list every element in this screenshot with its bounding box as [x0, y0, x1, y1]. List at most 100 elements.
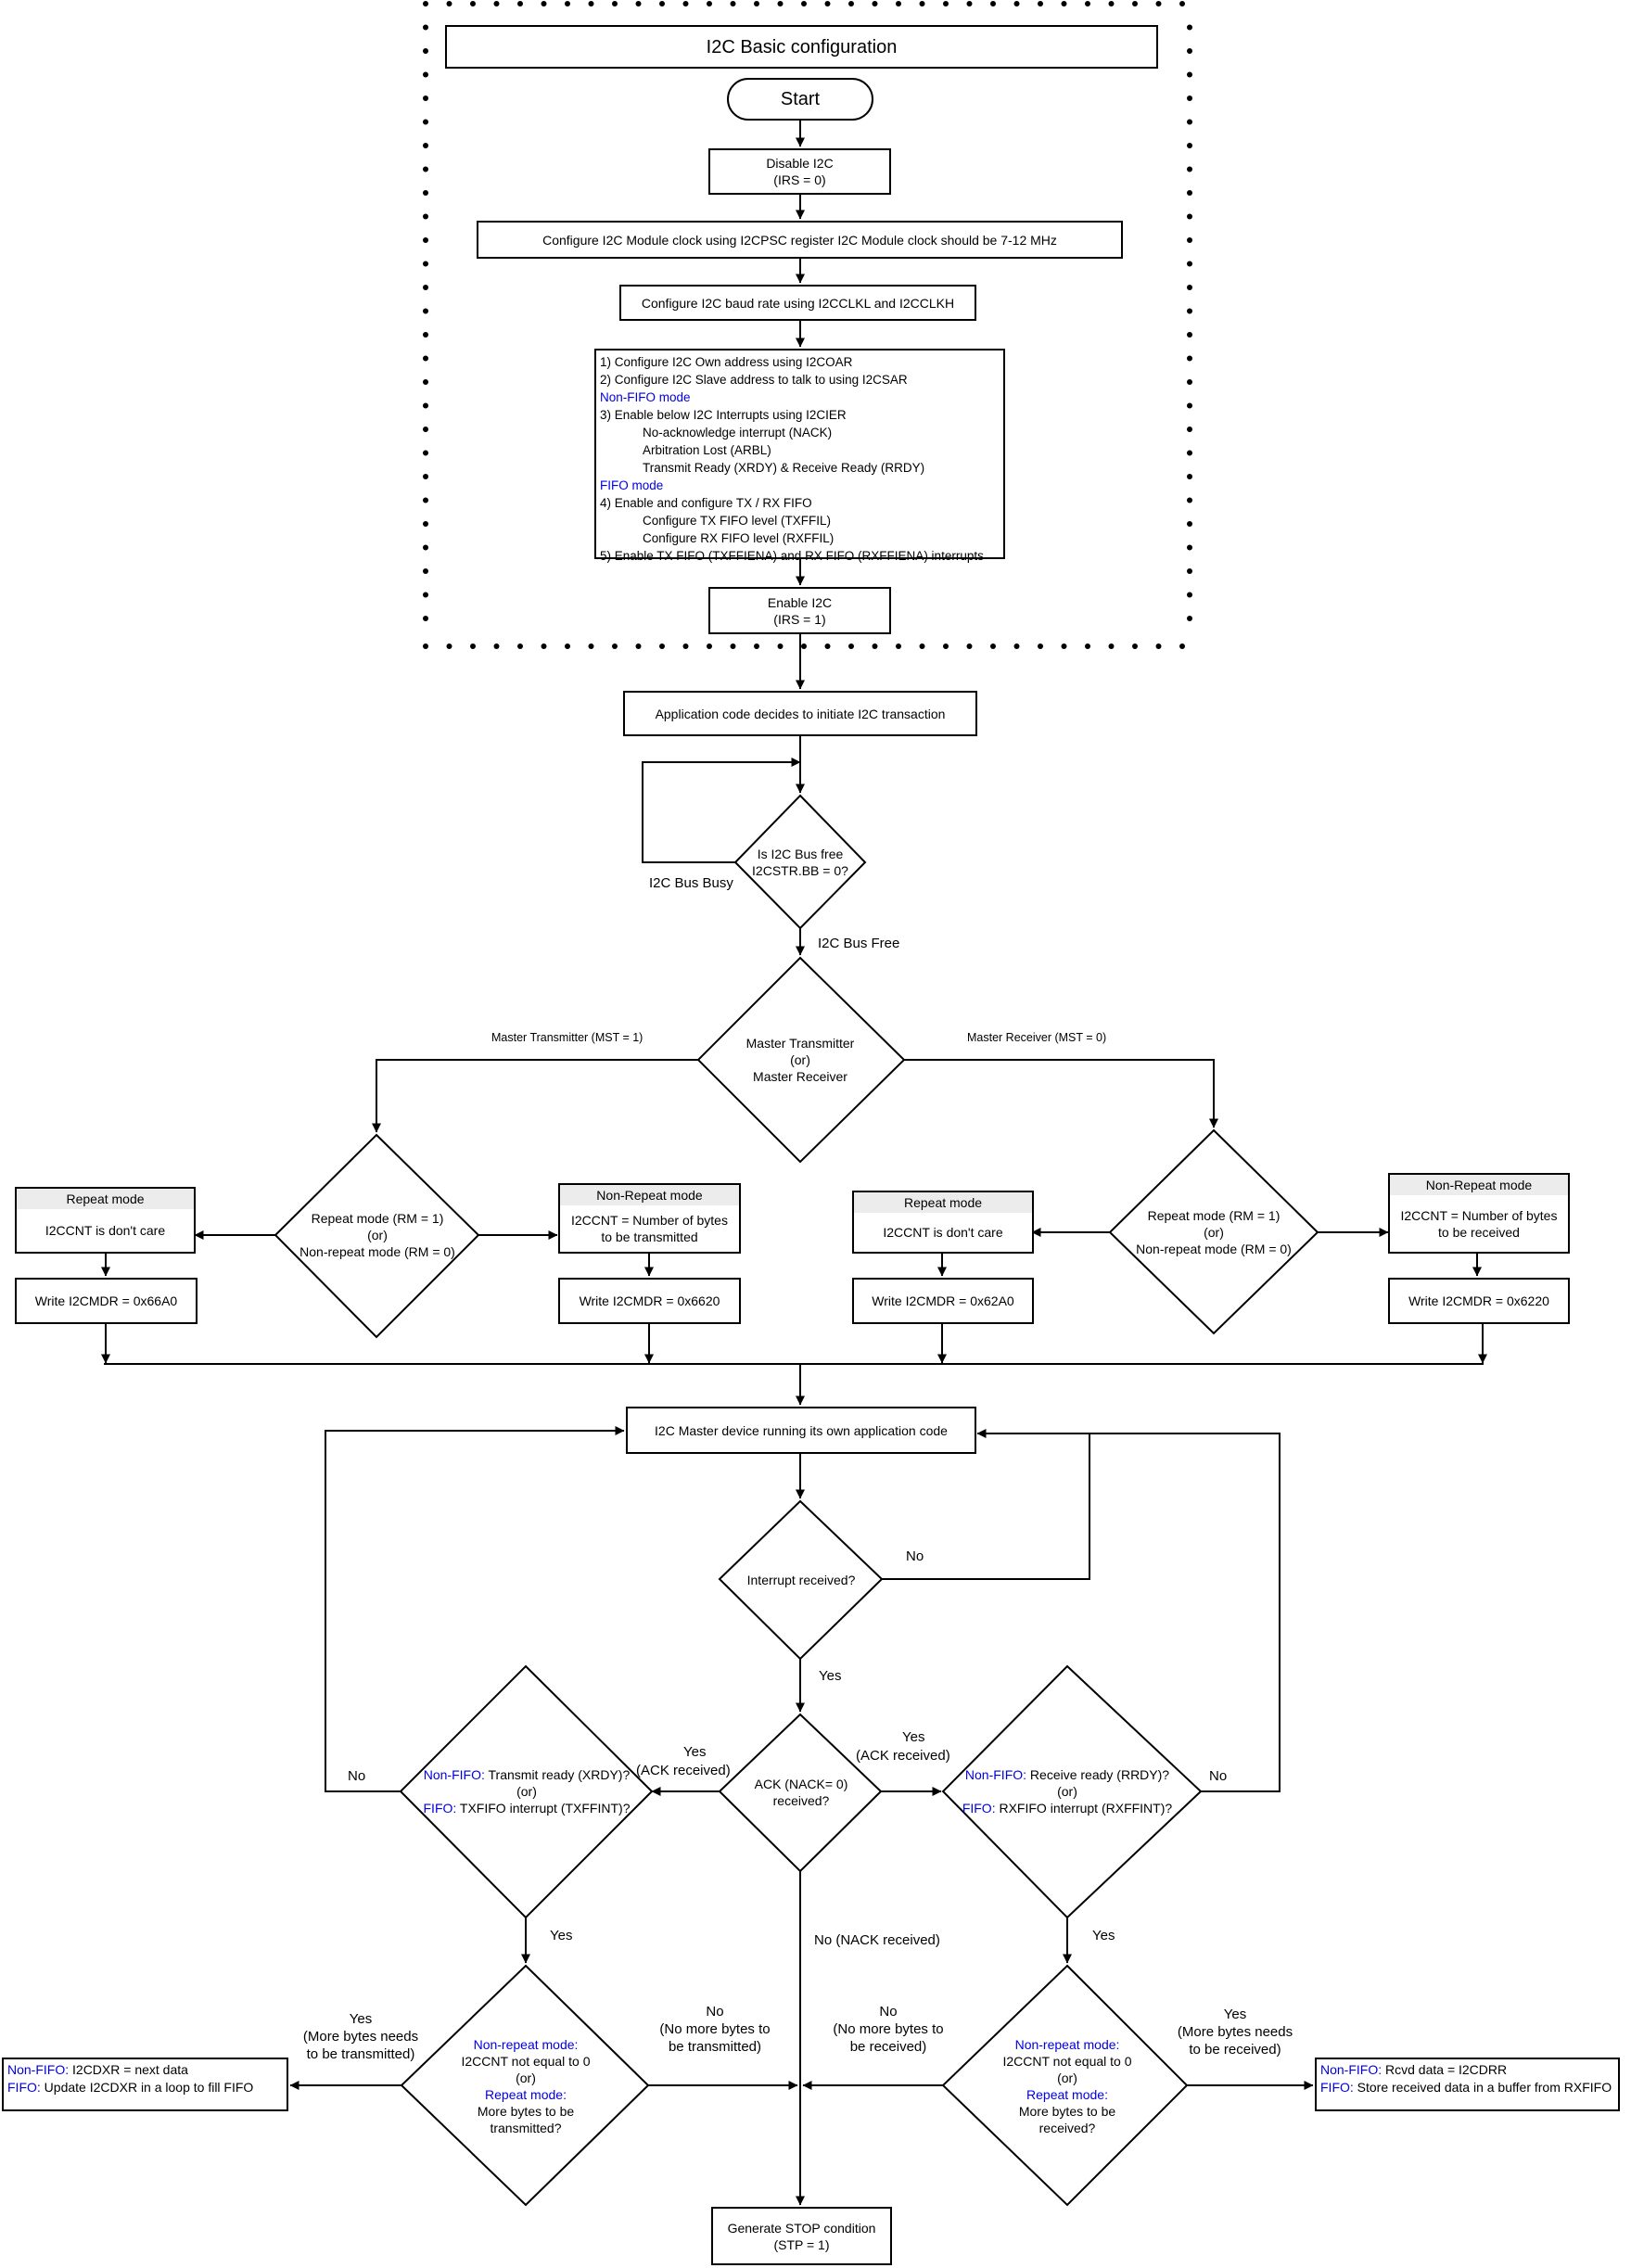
rx-action-nonfifo-text: Rcvd data = I2CDRR — [1382, 2062, 1508, 2077]
tx-more-bytes-question: Non-repeat mode: I2CCNT not equal to 0 (… — [441, 2032, 610, 2140]
disable-i2c-line1: Disable I2C — [766, 156, 834, 171]
tx-more-yes-line2: to be transmitted) — [306, 2046, 415, 2062]
border-dot — [423, 308, 428, 314]
border-dot — [423, 143, 428, 148]
fifo-heading: FIFO mode — [600, 478, 664, 492]
ack-left-yes-label: Yes — [683, 1744, 707, 1760]
rx-more-line3: received? — [1038, 2121, 1096, 2135]
config-region-border — [423, 1, 1192, 649]
rx-nonrepeat-line1: I2CCNT = Number of bytes — [1400, 1207, 1558, 1223]
config-step-5: 5) Enable TX FIFO (TXFFIENA) and RX FIFO… — [600, 549, 984, 563]
tx-repeat-write-box: Write I2CMDR = 0x66A0 — [15, 1278, 198, 1324]
tx-ready-nonfifo-tag: Non-FIFO: — [423, 1767, 485, 1782]
rx-action-box: Non-FIFO: Rcvd data = I2CDRR FIFO: Store… — [1315, 2058, 1620, 2111]
tx-more-line1: I2CCNT not equal to 0 — [461, 2054, 591, 2069]
enable-i2c-box: Enable I2C (IRS = 1) — [708, 587, 891, 634]
border-dot — [423, 592, 428, 598]
tx-more-repeat-tag: Repeat mode: — [485, 2087, 567, 2102]
ack-line2: received? — [772, 1793, 830, 1808]
border-dot — [1187, 48, 1192, 54]
border-dot — [423, 402, 428, 409]
border-dot — [423, 427, 428, 432]
border-dot — [659, 1, 665, 6]
rx-ready-line1: Non-FIFO: Receive ready (RRDY)? — [965, 1766, 1169, 1783]
tx-ready-line1: Non-FIFO: Transmit ready (XRDY)? — [424, 1766, 631, 1783]
rx-ready-question: Non-FIFO: Receive ready (RRDY)? (or) FIF… — [955, 1765, 1179, 1818]
basic-config-title: I2C Basic configuration — [445, 25, 1158, 69]
rx-repeat-body: I2CCNT is don't care — [852, 1213, 1034, 1254]
tx-more-no-line1: (No more bytes to — [659, 2021, 771, 2037]
rx-action-line2: FIFO: Store received data in a buffer fr… — [1320, 2079, 1614, 2096]
tx-more-yes-word: Yes — [349, 2011, 373, 2027]
rx-repeat-header: Repeat mode — [852, 1191, 1034, 1214]
config-step-4b: Configure RX FIFO level (RXFFIL) — [643, 531, 835, 545]
border-dot — [682, 643, 689, 649]
ack-left-received-label: (ACK received) — [636, 1763, 731, 1778]
rx-action-fifo-tag: FIFO: — [1320, 2080, 1354, 2095]
rx-ready-or: (or) — [1057, 1784, 1077, 1799]
border-dot — [1187, 497, 1192, 503]
border-dot — [517, 1, 523, 6]
nonfifo-heading: Non-FIFO mode — [600, 390, 691, 404]
border-dot — [1187, 592, 1192, 598]
stop-line2: (STP = 1) — [773, 2236, 830, 2252]
tx-action-line1: Non-FIFO: I2CDXR = next data — [7, 2061, 283, 2079]
tx-rm-line1: Repeat mode (RM = 1) — [311, 1211, 444, 1226]
border-dot — [1187, 96, 1192, 101]
border-dot — [777, 1, 784, 6]
tx-more-no-word: No — [706, 2004, 724, 2020]
mt-mr-line1: Master Transmitter — [745, 1036, 855, 1051]
ack-right-yes-label: Yes — [902, 1729, 925, 1745]
border-dot — [990, 643, 996, 649]
border-dot — [777, 643, 784, 649]
disable-i2c-box: Disable I2C (IRS = 0) — [708, 148, 891, 195]
border-dot — [588, 1, 594, 6]
border-dot — [682, 1, 689, 6]
border-dot — [423, 544, 428, 551]
border-dot — [423, 119, 428, 125]
tx-nonrepeat-body: I2CCNT = Number of bytes to be transmitt… — [558, 1205, 741, 1254]
config-step-1: 1) Configure I2C Own address using I2COA… — [600, 355, 853, 369]
tx-more-yes-label: Yes (More bytes needs to be transmitted) — [296, 2010, 426, 2063]
border-dot — [1187, 285, 1192, 290]
border-dot — [423, 166, 428, 172]
border-dot — [1155, 643, 1162, 649]
border-dot — [1187, 616, 1192, 621]
border-dot — [1187, 355, 1192, 362]
enable-i2c-line2: (IRS = 1) — [773, 611, 826, 627]
rx-action-nonfifo-tag: Non-FIFO: — [1320, 2062, 1383, 2077]
border-dot — [707, 643, 712, 649]
border-dot — [1187, 166, 1192, 172]
rx-more-bytes-question: Non-repeat mode: I2CCNT not equal to 0 (… — [981, 2032, 1153, 2140]
rx-ready-line3: FIFO: RXFIFO interrupt (RXFFINT)? — [962, 1800, 1172, 1816]
tx-action-nonfifo-text: I2CDXR = next data — [69, 2062, 188, 2077]
border-dot — [423, 474, 428, 479]
border-dot — [1061, 1, 1067, 6]
border-dot — [423, 96, 428, 101]
border-dot — [423, 190, 428, 196]
rx-more-line1: I2CCNT not equal to 0 — [1002, 2054, 1132, 2069]
interrupt-question: Interrupt received? — [746, 1573, 856, 1587]
border-dot — [1179, 1, 1185, 6]
bus-free-line1: Is I2C Bus free — [757, 847, 844, 861]
border-dot — [423, 48, 428, 54]
rx-nonrepeat-body: I2CCNT = Number of bytes to be received — [1388, 1195, 1570, 1254]
border-dot — [1179, 643, 1185, 649]
border-dot — [1108, 643, 1115, 649]
config-step-3: 3) Enable below I2C Interrupts using I2C… — [600, 408, 847, 422]
tx-ready-fifo-text: TXFIFO interrupt (TXFFINT)? — [456, 1801, 631, 1816]
border-dot — [446, 643, 452, 649]
rx-ready-fifo-text: RXFIFO interrupt (RXFFINT)? — [995, 1801, 1173, 1816]
tx-nonrepeat-write-box: Write I2CMDR = 0x6620 — [558, 1278, 741, 1324]
start-terminal: Start — [727, 78, 873, 121]
border-dot — [423, 71, 428, 78]
rx-rm-line2: (or) — [1204, 1225, 1224, 1240]
border-dot — [423, 355, 428, 362]
tx-ready-question: Non-FIFO: Transmit ready (XRDY)? (or) FI… — [417, 1765, 636, 1818]
tx-repeat-mode-question: Repeat mode (RM = 1) (or) Non-repeat mod… — [285, 1208, 470, 1262]
tx-more-line2: More bytes to be — [477, 2104, 575, 2119]
border-dot — [1132, 643, 1138, 649]
border-dot — [423, 332, 428, 338]
border-dot — [943, 643, 949, 649]
